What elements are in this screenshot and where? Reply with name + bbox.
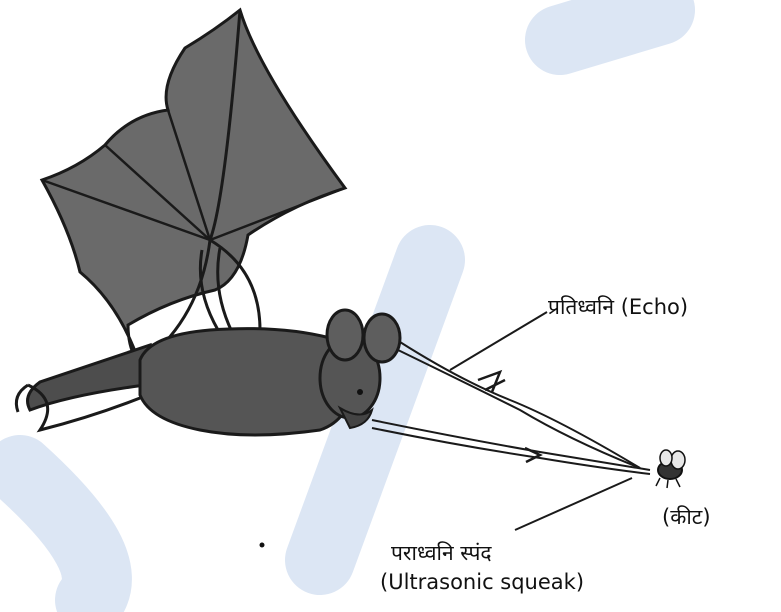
insect-icon [656, 450, 685, 488]
bat-body [140, 310, 400, 435]
squeak-label-english: (Ultrasonic squeak) [380, 570, 584, 594]
echo-label: प्रतिध्वनि (Echo) [548, 293, 688, 321]
echo-leader-line [450, 312, 547, 370]
squeak-leader-line [515, 478, 632, 530]
squeak-path [372, 420, 650, 474]
bat-wing [42, 10, 345, 365]
squeak-label-hindi: पराध्वनि स्पंद [391, 539, 492, 567]
insect-label: (कीट) [662, 503, 711, 531]
stray-dot [260, 543, 265, 548]
bat-legs [16, 345, 160, 430]
